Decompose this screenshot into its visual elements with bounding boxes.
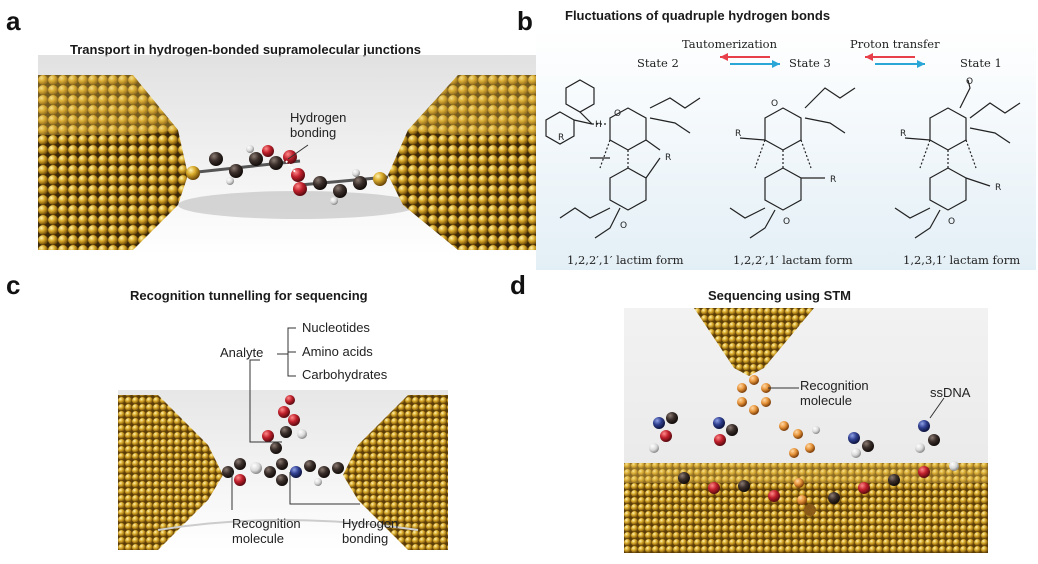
right-gold-electrode bbox=[388, 75, 558, 250]
form-mid-label: 1,2,2′,1′ lactam form bbox=[733, 253, 853, 267]
analyte-amino-acids: Amino acids bbox=[302, 344, 373, 359]
svg-text:O: O bbox=[614, 109, 621, 119]
ssdna-label: ssDNA bbox=[930, 385, 971, 400]
svg-text:O: O bbox=[620, 221, 627, 231]
panel-a-hbond-line2: bonding bbox=[290, 125, 337, 140]
panel-letter-b: b bbox=[517, 6, 533, 36]
panel-letter-d: d bbox=[510, 270, 526, 300]
stm-tip bbox=[694, 308, 814, 376]
svg-text:O: O bbox=[771, 99, 778, 109]
recognition-complex bbox=[222, 458, 344, 486]
panel-d-illustration bbox=[624, 308, 988, 553]
panel-a-title: Transport in hydrogen-bonded supramolecu… bbox=[70, 42, 422, 57]
panel-d-recognition-line2: molecule bbox=[800, 393, 853, 408]
left-gold-electrode bbox=[38, 75, 188, 250]
svg-text:R: R bbox=[995, 183, 1001, 193]
equilibrium-arrows bbox=[720, 53, 925, 68]
panel-c-hbond-line2: bonding bbox=[342, 531, 389, 546]
panel-c-title: Recognition tunnelling for sequencing bbox=[130, 288, 368, 303]
svg-text:O: O bbox=[966, 77, 973, 87]
state2-label: State 2 bbox=[637, 56, 679, 70]
panel-c-recognition-line1: Recognition bbox=[232, 516, 301, 531]
analyte-label: Analyte bbox=[220, 345, 264, 360]
proton-transfer-label: Proton transfer bbox=[850, 37, 940, 51]
panel-d-recognition-label: Recognition molecule bbox=[800, 378, 869, 408]
svg-text:R: R bbox=[665, 153, 671, 163]
panel-a-hbond-line1: Hydrogen bbox=[290, 110, 347, 125]
panel-d-recognition-line1: Recognition bbox=[800, 378, 869, 393]
panel-letter-a: a bbox=[6, 6, 21, 36]
svg-text:R: R bbox=[900, 129, 906, 139]
panel-a-hbond-label: Hydrogen bonding bbox=[290, 110, 346, 140]
left-gold-electrode-c bbox=[118, 395, 223, 550]
state3-label: State 3 bbox=[789, 56, 831, 70]
form-left-label: 1,2,2′,1′ lactim form bbox=[567, 253, 684, 267]
panel-c-recognition-label: Recognition molecule bbox=[232, 516, 301, 546]
panel-c-illustration bbox=[118, 390, 448, 550]
panel-c-recognition-line2: molecule bbox=[232, 531, 285, 546]
panel-c-leader-lines bbox=[231, 327, 360, 510]
form-right-label: 1,2,3,1′ lactam form bbox=[903, 253, 1021, 267]
structure-lactim: R O H R O bbox=[545, 79, 701, 239]
panel-c-hbond-label: Hydrogen bonding bbox=[342, 516, 398, 546]
panel-letter-c: c bbox=[6, 270, 21, 300]
analyte-carbohydrates: Carbohydrates bbox=[302, 367, 388, 382]
svg-text:O: O bbox=[948, 217, 955, 227]
tautomerization-label: Tautomerization bbox=[682, 37, 778, 51]
svg-text:R: R bbox=[558, 133, 564, 143]
panel-b-title: Fluctuations of quadruple hydrogen bonds bbox=[565, 8, 831, 23]
state1-label: State 1 bbox=[960, 56, 1002, 70]
panel-a-illustration bbox=[38, 55, 558, 255]
panel-c-hbond-line1: Hydrogen bbox=[342, 516, 399, 531]
svg-text:R: R bbox=[830, 175, 836, 185]
svg-text:R: R bbox=[735, 129, 741, 139]
analyte-nucleotides: Nucleotides bbox=[302, 320, 370, 335]
svg-text:H: H bbox=[595, 120, 602, 130]
panel-d-title: Sequencing using STM bbox=[708, 288, 852, 303]
hydrogen-bonded-molecules bbox=[186, 145, 389, 205]
recognition-molecule-d bbox=[737, 375, 820, 516]
ssdna-strand bbox=[649, 412, 959, 504]
structure-lactam-mid: R O R O bbox=[729, 87, 856, 239]
svg-text:O: O bbox=[783, 217, 790, 227]
structure-lactam-right: R O R O bbox=[894, 77, 1021, 239]
right-gold-electrode-c bbox=[343, 395, 448, 550]
analyte-molecule bbox=[262, 395, 307, 454]
